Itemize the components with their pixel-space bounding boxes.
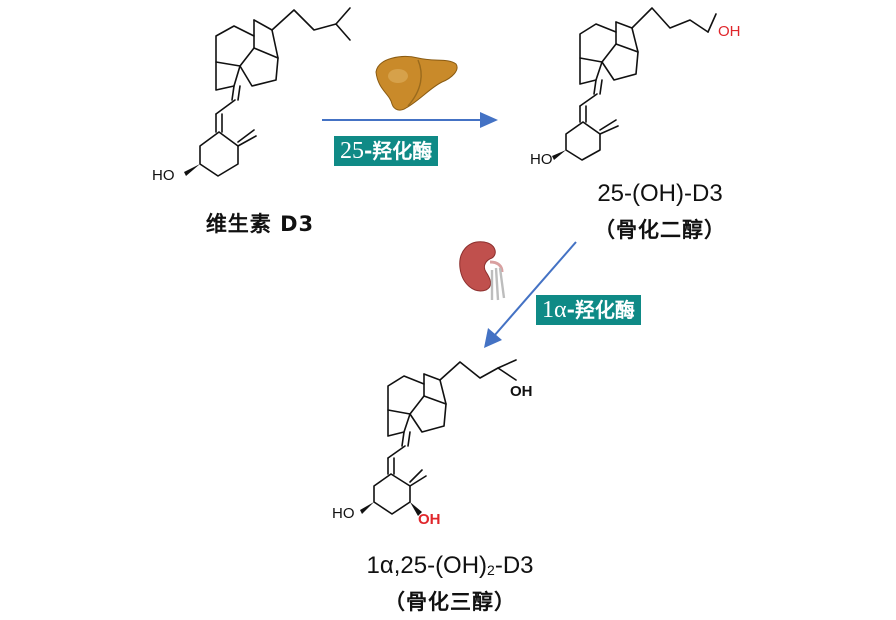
- calcitriol-structure: OH HO OH: [332, 359, 533, 528]
- calcitriol-ring-oh-label: OH: [418, 511, 441, 528]
- vitamin-d3-bonds: [184, 7, 351, 177]
- calcidiol-bonds: [552, 7, 717, 161]
- calcidiol-name: 25-(OH)-D3: [597, 180, 723, 207]
- calcitriol-name-tail: -D3: [494, 552, 534, 579]
- enzyme-25-num: 25: [340, 138, 364, 164]
- vitamin-d3-ho-label: HO: [152, 167, 175, 184]
- calcitriol-ho-label: HO: [332, 505, 355, 522]
- calcitriol-name: 1α,25-(OH)2-D3: [320, 552, 580, 580]
- calcitriol-bonds: [360, 359, 517, 516]
- enzyme-1a-text: -羟化酶: [566, 298, 635, 322]
- calcidiol-subtitle: （骨化二醇）: [594, 218, 726, 242]
- enzyme-25-hydroxylase: 25-羟化酶: [334, 136, 439, 166]
- enzyme-1a-hydroxylase: 1α-羟化酶: [536, 295, 641, 325]
- enzyme-25-text: -羟化酶: [364, 139, 433, 163]
- enzyme-1a-num: 1α: [542, 297, 567, 323]
- calcidiol-structure: OH HO: [530, 7, 741, 168]
- vitamin-d3-name: 维生素 D3: [205, 212, 315, 236]
- vitamin-d3-structure: HO: [152, 7, 351, 184]
- calcidiol-ho-label: HO: [530, 151, 553, 168]
- kidney-icon: [459, 241, 506, 301]
- calcitriol-side-oh-label: OH: [510, 383, 533, 400]
- calcitriol-subtitle: （骨化三醇）: [384, 590, 516, 614]
- calcitriol-name-main: 1α,25-(OH): [366, 552, 488, 579]
- arrow-to-calcitriol: [484, 241, 577, 348]
- calcitriol-name-sub: 2: [487, 562, 495, 578]
- calcidiol-side-oh-label: OH: [718, 23, 741, 40]
- liver-icon: [375, 56, 458, 111]
- arrow-to-calcidiol: [322, 112, 498, 128]
